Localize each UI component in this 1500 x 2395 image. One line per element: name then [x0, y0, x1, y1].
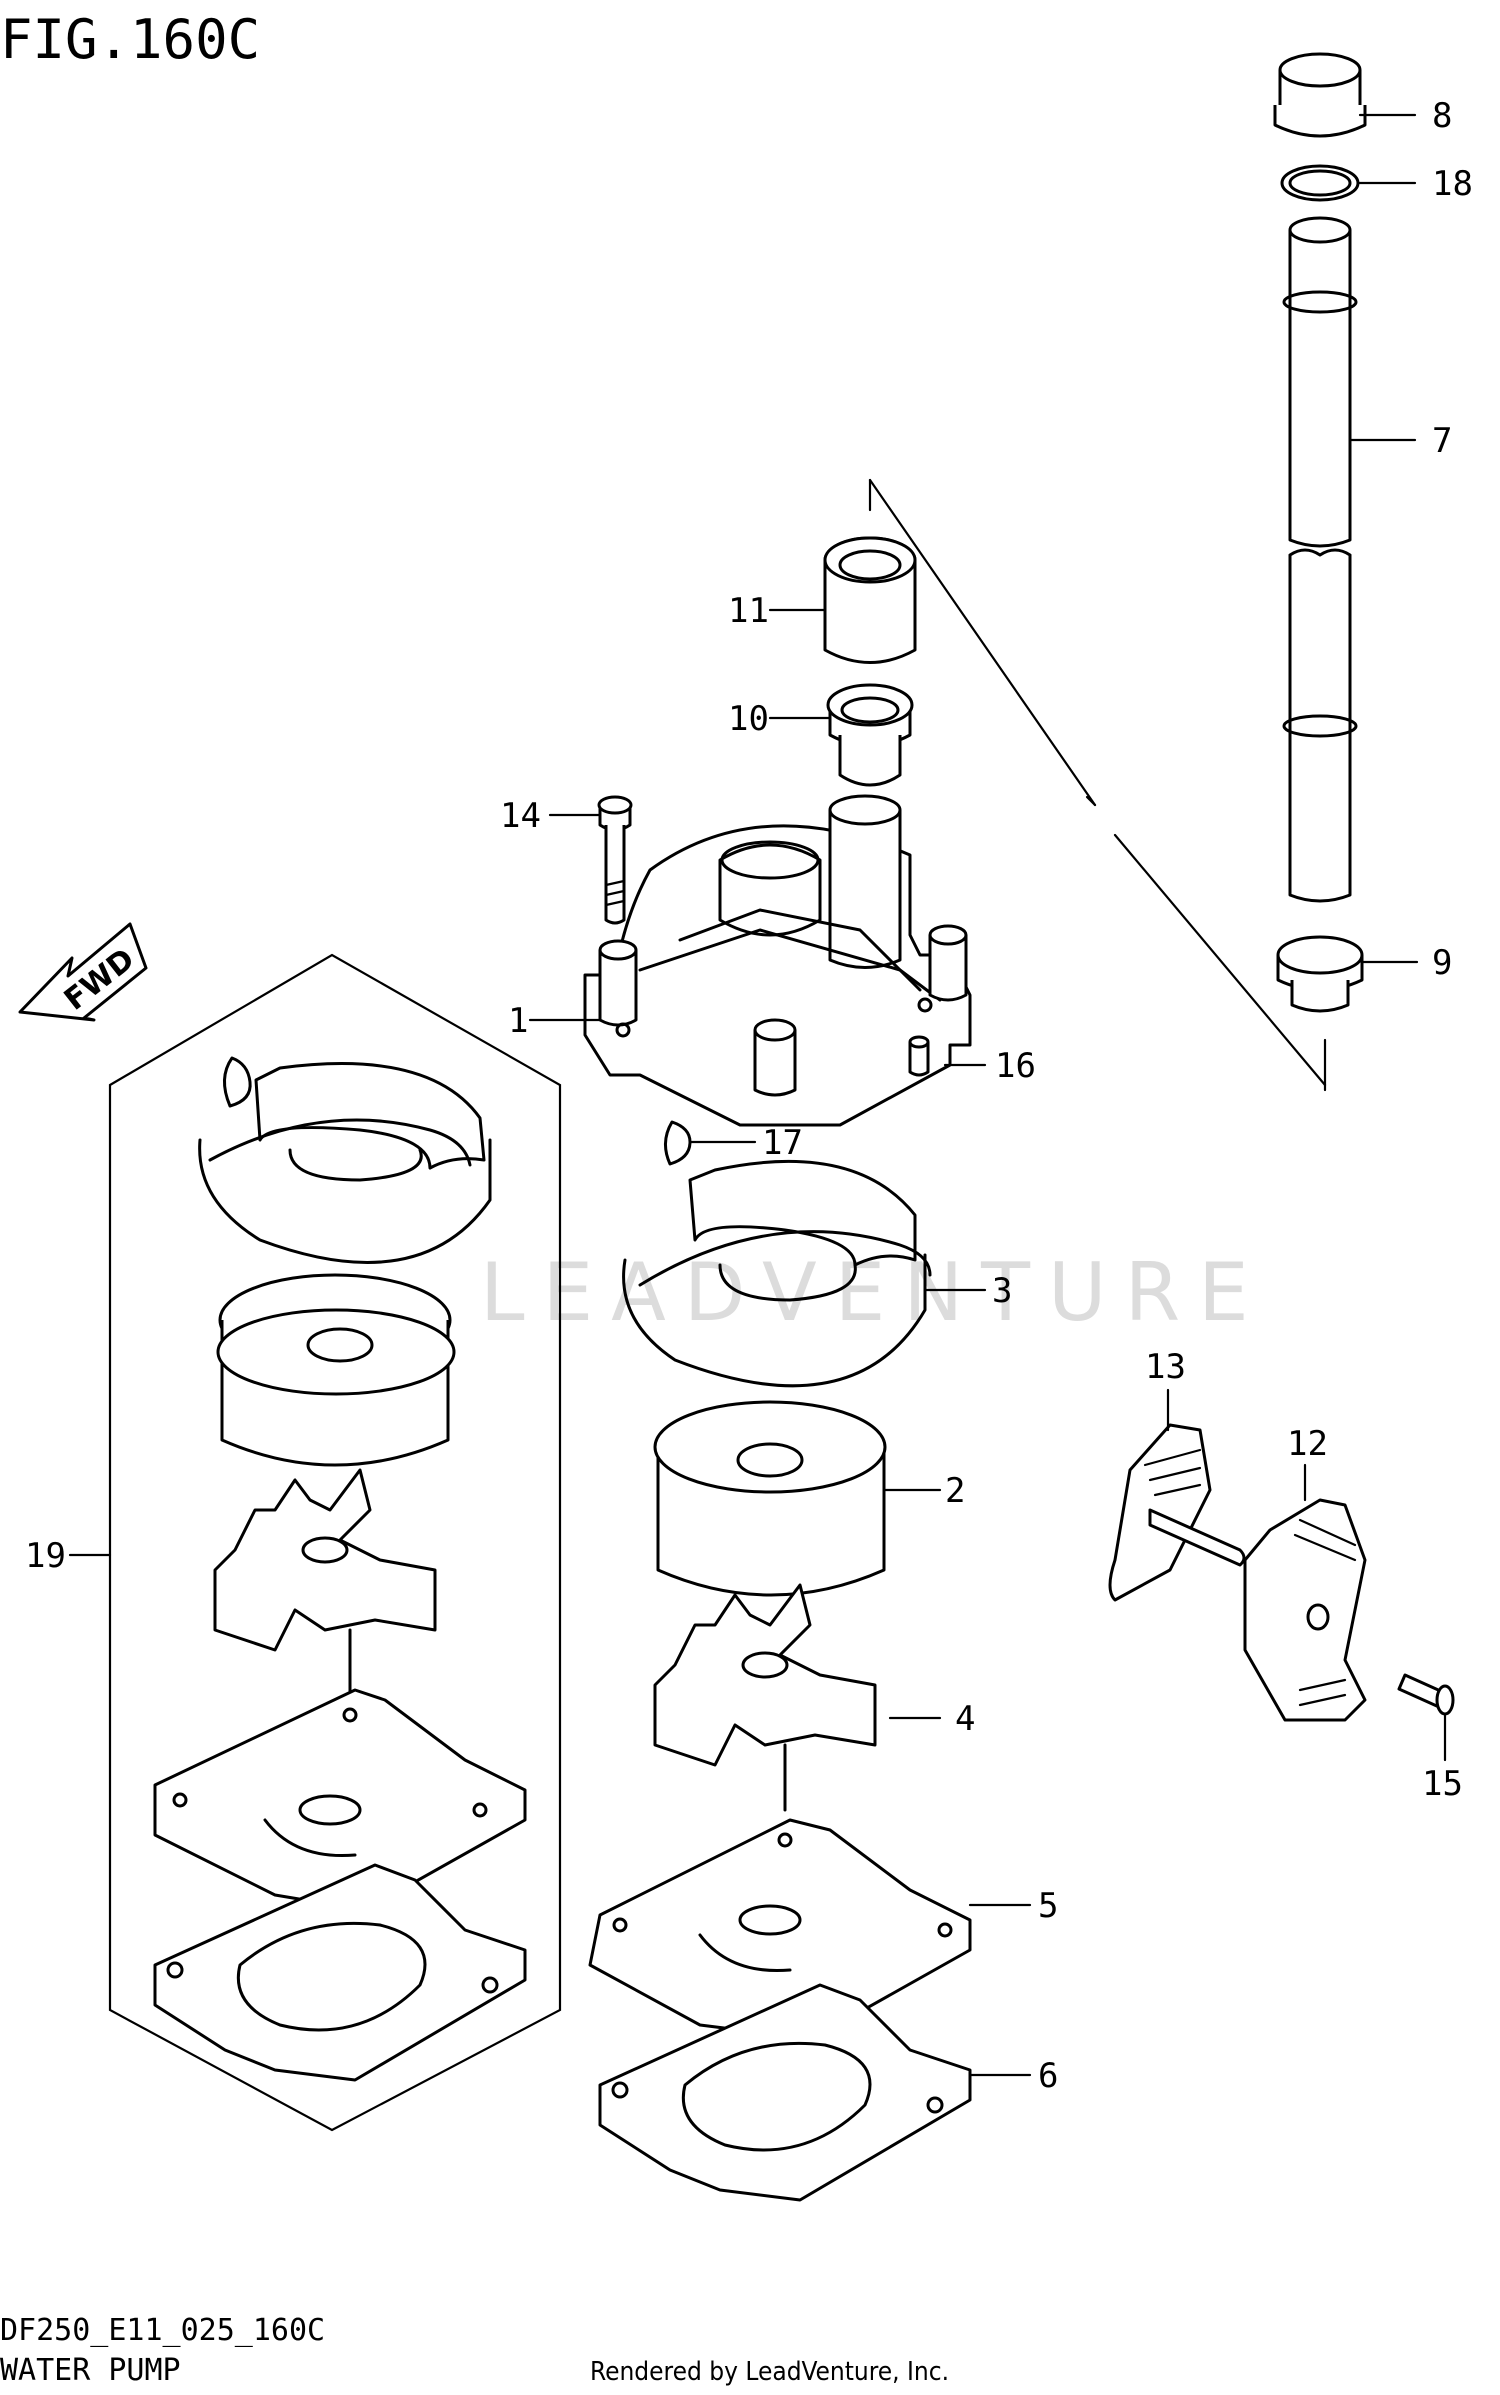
part-18-o-ring-icon — [1280, 164, 1360, 202]
kit-plate-icon — [153, 1688, 527, 1913]
diagram-name: WATER PUMP — [0, 2353, 181, 2388]
callout-18: 18 — [1432, 164, 1473, 204]
render-credit: Rendered by LeadVenture, Inc. — [590, 2357, 949, 2387]
callout-12: 12 — [1287, 1424, 1328, 1464]
callout-5: 5 — [1038, 1886, 1058, 1926]
watermark: LEADVENTURE — [480, 1246, 1267, 1339]
kit-impeller-icon — [213, 1468, 437, 1702]
diagram-code: DF250_E11_025_160C — [0, 2313, 325, 2348]
kit-liner-icon — [198, 1062, 492, 1264]
part-9-seal-icon — [1276, 935, 1364, 1013]
callout-13: 13 — [1145, 1347, 1186, 1387]
callout-16: 16 — [995, 1046, 1036, 1086]
part-5-plate-icon — [588, 1818, 972, 2042]
callout-10: 10 — [728, 699, 769, 739]
callout-14: 14 — [500, 796, 541, 836]
part-1-upper-case-icon — [583, 794, 972, 1127]
part-7-water-tube-icon — [1282, 216, 1358, 903]
kit-pump-case-icon — [216, 1273, 456, 1467]
callout-1: 1 — [508, 1001, 528, 1041]
part-13-bracket-icon — [1108, 1423, 1246, 1602]
callout-8: 8 — [1432, 96, 1452, 136]
fwd-arrow-icon: FWD — [18, 922, 148, 1022]
part-6-gasket-icon — [598, 1983, 972, 2202]
callout-2: 2 — [945, 1471, 965, 1511]
part-11-icon — [823, 536, 917, 664]
part-14-bolt-icon — [597, 795, 633, 925]
callout-3: 3 — [992, 1271, 1012, 1311]
callouts: 8 18 7 9 11 10 14 1 16 17 3 2 4 5 6 13 1 — [25, 96, 1473, 2096]
part-4-impeller-icon — [653, 1583, 877, 1812]
part-3-liner-icon — [622, 1160, 932, 1388]
callout-4: 4 — [955, 1699, 975, 1739]
callout-7: 7 — [1432, 421, 1452, 461]
callout-19: 19 — [25, 1536, 66, 1576]
part-8-seal-icon — [1273, 52, 1367, 138]
callout-15: 15 — [1422, 1764, 1463, 1804]
figure-title: FIG.160C — [0, 8, 260, 71]
part-10-icon — [826, 683, 914, 787]
callout-9: 9 — [1432, 943, 1452, 983]
part-2-pump-case-icon — [653, 1400, 887, 1597]
assembly-guide-line — [868, 478, 1327, 1092]
callout-17: 17 — [762, 1123, 803, 1163]
callout-6: 6 — [1038, 2056, 1058, 2096]
part-12-cover-icon — [1243, 1498, 1367, 1722]
kit-gasket-icon — [153, 1863, 527, 2082]
part-16-pin-icon — [908, 1035, 930, 1077]
part-15-screw-icon — [1397, 1673, 1455, 1716]
callout-11: 11 — [728, 591, 769, 631]
kit-19-outline — [108, 953, 562, 2132]
part-17-key-icon — [664, 1120, 692, 1166]
kit-key-icon — [223, 1056, 252, 1108]
